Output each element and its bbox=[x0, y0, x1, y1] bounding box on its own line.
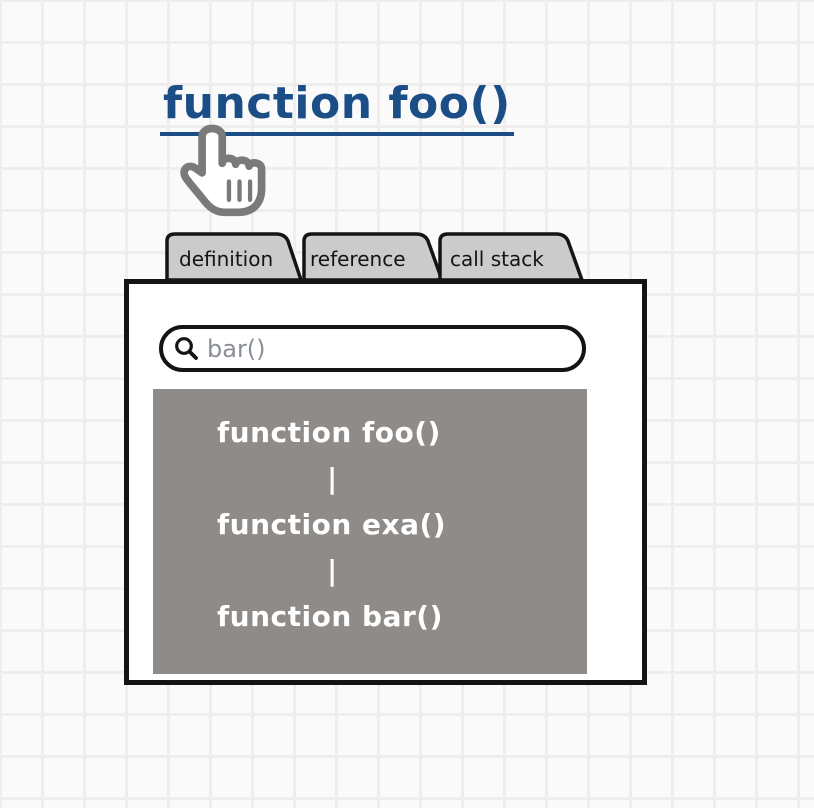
search-input[interactable] bbox=[207, 334, 568, 363]
panel-window: function foo() | function exa() | functi… bbox=[124, 279, 647, 685]
tab-call-stack[interactable]: call stack bbox=[438, 232, 585, 281]
call-graph-connector: | bbox=[327, 554, 338, 587]
call-graph-area: function foo() | function exa() | functi… bbox=[153, 389, 587, 674]
tab-reference[interactable]: reference bbox=[302, 232, 445, 281]
call-graph-connector: | bbox=[327, 462, 338, 495]
tab-reference-label: reference bbox=[310, 247, 406, 271]
tab-definition-label: definition bbox=[179, 247, 273, 271]
tab-bar: definition reference call stack bbox=[165, 232, 585, 281]
hand-pointer-icon bbox=[180, 124, 266, 217]
call-graph-node: function foo() bbox=[217, 416, 441, 449]
tab-definition[interactable]: definition bbox=[165, 232, 304, 281]
tab-call-stack-label: call stack bbox=[450, 247, 544, 271]
search-box[interactable] bbox=[159, 325, 586, 372]
call-graph-node: function bar() bbox=[217, 600, 443, 633]
search-icon bbox=[175, 336, 198, 360]
function-foo-link[interactable]: function foo() bbox=[160, 78, 514, 136]
call-graph-node: function exa() bbox=[217, 508, 447, 541]
